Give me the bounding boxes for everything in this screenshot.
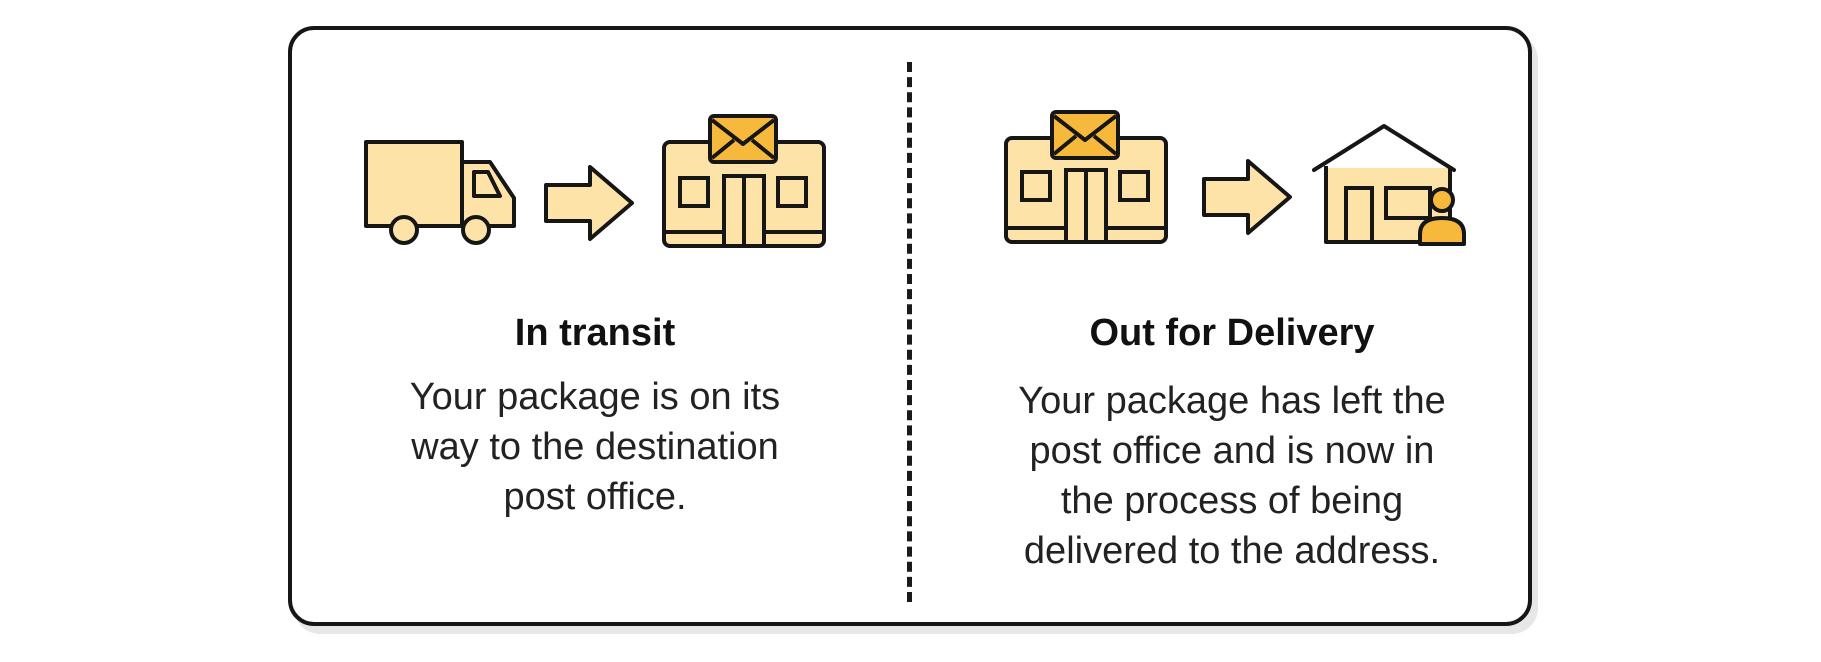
dashed-divider xyxy=(907,62,912,602)
post-office-icon xyxy=(1004,110,1168,244)
arrow-right-icon xyxy=(544,165,634,241)
panel-title: In transit xyxy=(514,312,676,354)
panel-description: Your package has left the post office an… xyxy=(1018,380,1446,572)
post-office-icon xyxy=(662,114,826,248)
panel-title: Out for Delivery xyxy=(1089,312,1375,354)
house-with-person-icon xyxy=(1312,124,1466,246)
panel-description: Your package is on its way to the destin… xyxy=(409,376,781,518)
truck-icon xyxy=(364,140,516,245)
arrow-right-icon xyxy=(1202,159,1292,235)
